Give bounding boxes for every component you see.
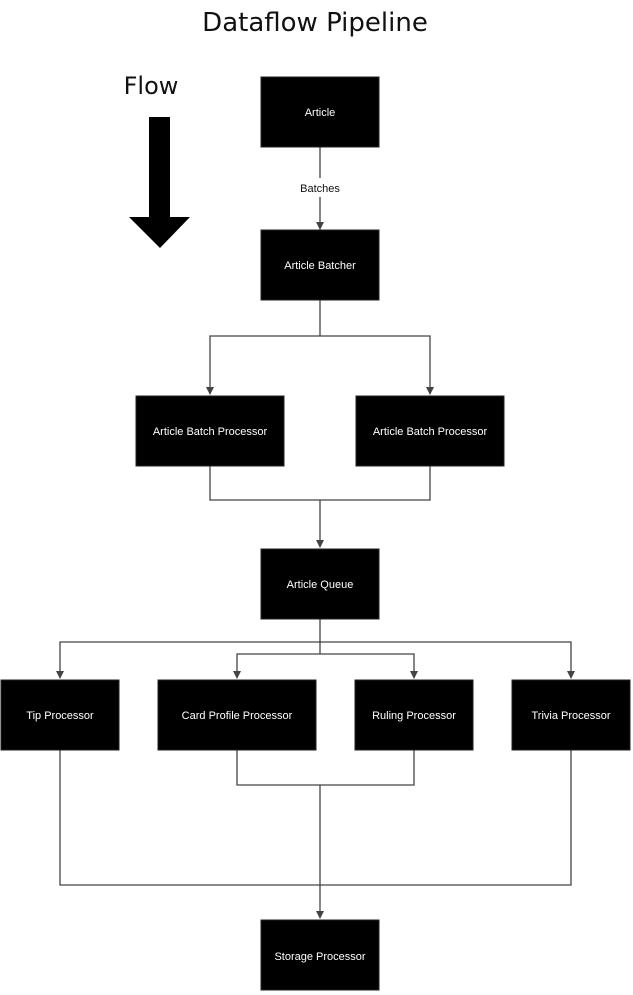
node-article-label: Article bbox=[305, 107, 336, 119]
node-trivia-processor-label: Trivia Processor bbox=[531, 710, 610, 722]
node-trivia-processor: Trivia Processor bbox=[511, 679, 631, 751]
flow-label: Flow bbox=[124, 72, 179, 100]
edge-batcher-to-batch-processor-left bbox=[206, 300, 321, 395]
edge-queue-to-ruling-processor bbox=[320, 653, 418, 679]
edge-label-batches: Batches bbox=[300, 183, 340, 195]
node-card-profile-processor: Card Profile Processor bbox=[157, 679, 317, 751]
edge-tip-trivia-merge bbox=[59, 750, 572, 886]
node-storage-processor-label: Storage Processor bbox=[274, 951, 365, 963]
flow-arrow-icon bbox=[129, 117, 190, 248]
node-article-batcher-label: Article Batcher bbox=[284, 260, 356, 272]
edge-batcher-to-batch-processor-right bbox=[320, 335, 434, 395]
node-storage-processor: Storage Processor bbox=[260, 919, 380, 991]
node-article-batch-processor-left: Article Batch Processor bbox=[135, 395, 285, 467]
edge-batch-processors-merge bbox=[209, 466, 431, 501]
node-ruling-processor: Ruling Processor bbox=[354, 679, 474, 751]
node-tip-processor: Tip Processor bbox=[0, 679, 120, 751]
node-article-batch-processor-left-label: Article Batch Processor bbox=[153, 426, 268, 438]
node-ruling-processor-label: Ruling Processor bbox=[372, 710, 456, 722]
node-article-batcher: Article Batcher bbox=[260, 229, 380, 301]
node-article-batch-processor-right-label: Article Batch Processor bbox=[373, 426, 488, 438]
node-article-queue: Article Queue bbox=[260, 548, 380, 620]
diagram-title: Dataflow Pipeline bbox=[202, 8, 428, 38]
edge-card-ruling-merge bbox=[236, 750, 415, 786]
node-tip-processor-label: Tip Processor bbox=[26, 710, 94, 722]
edge-queue-to-trivia-processor bbox=[320, 641, 575, 679]
node-article-batch-processor-right: Article Batch Processor bbox=[355, 395, 505, 467]
node-card-profile-processor-label: Card Profile Processor bbox=[182, 710, 293, 722]
node-article: Article bbox=[260, 76, 380, 148]
edge-queue-to-card-profile-processor bbox=[233, 653, 320, 679]
node-article-queue-label: Article Queue bbox=[287, 579, 354, 591]
edge-queue-to-tip-processor bbox=[56, 641, 320, 679]
